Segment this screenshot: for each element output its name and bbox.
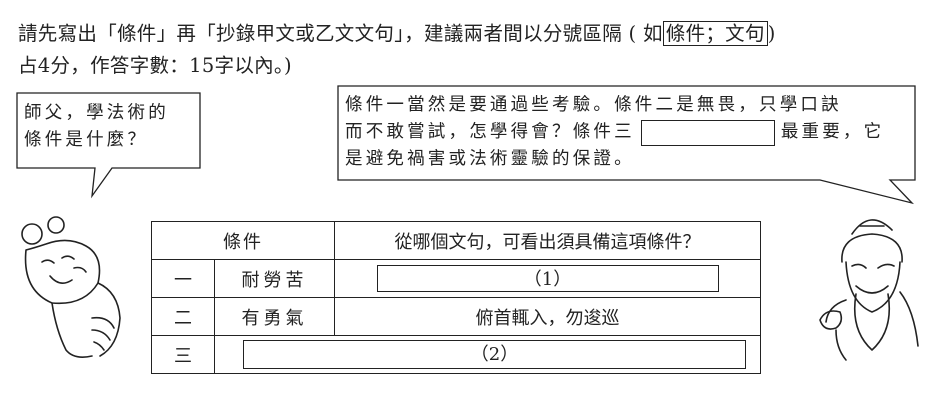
row-answer: 俯首輒入，勿逡巡 (334, 297, 761, 336)
left-speech-bubble (16, 92, 201, 199)
instruction-close-paren: ) (767, 22, 776, 45)
right-bubble-line: 是避免禍害或法術靈驗的保證。 (345, 149, 635, 169)
header-condition: 條件 (151, 221, 335, 260)
table-row: 二 有勇氣 俯首輒入，勿逡巡 (151, 297, 761, 336)
conditions-table: 條件 從哪個文句，可看出須具備這項條件？ 一 耐勞苦 （1） 二 有勇氣 俯首輒… (151, 221, 761, 374)
answer-2-box[interactable]: （2） (243, 340, 746, 369)
table-row: 三 （2） (151, 335, 761, 374)
right-bubble-segment: 最重要，它 (780, 122, 885, 142)
instruction-text: 請先寫出「條件」再「抄錄甲文或乙文文句」，建議兩者間以分號區隔 ( 如 (18, 22, 663, 45)
table-row: 一 耐勞苦 （1） (151, 259, 761, 298)
answer-1-box[interactable]: （1） (376, 265, 719, 292)
boy-character-icon (21, 216, 121, 358)
left-bubble-line: 師父，學法術的 (24, 103, 169, 123)
example-format-box: 條件；文句 (662, 21, 768, 46)
table-header-row: 條件 從哪個文句，可看出須具備這項條件？ (151, 221, 761, 260)
right-speech-bubble (337, 85, 916, 205)
master-character-icon (819, 219, 919, 361)
row-number: 一 (151, 259, 215, 298)
instruction-line-1: 請先寫出「條件」再「抄錄甲文或乙文文句」，建議兩者間以分號區隔 ( 如條件；文句… (18, 20, 776, 48)
row-answer-cell: （2） (214, 335, 761, 374)
header-question: 從哪個文句，可看出須具備這項條件？ (334, 221, 761, 260)
row-answer-cell: （1） (334, 259, 761, 298)
disciple-question: 師父，學法術的 條件是什麼？ (24, 100, 169, 154)
row-condition: 有勇氣 (214, 297, 335, 336)
row-number: 二 (151, 297, 215, 336)
right-bubble-segment: 而不敢嘗試，怎學得會？條件三 (345, 122, 635, 142)
right-bubble-line: 條件一當然是要通過些考驗。條件二是無畏，只學口訣 (345, 95, 842, 115)
condition-three-blank[interactable] (640, 119, 775, 146)
left-bubble-line: 條件是什麼？ (24, 130, 149, 150)
right-bubble-line: 而不敢嘗試，怎學得會？條件三 最重要，它 (345, 119, 884, 146)
instruction-line-2: 占4分，作答字數：15字以內。) (18, 54, 292, 77)
row-condition: 耐勞苦 (214, 259, 335, 298)
master-answer: 條件一當然是要通過些考驗。條件二是無畏，只學口訣 而不敢嘗試，怎學得會？條件三 最… (345, 92, 884, 173)
row-number: 三 (151, 335, 215, 374)
